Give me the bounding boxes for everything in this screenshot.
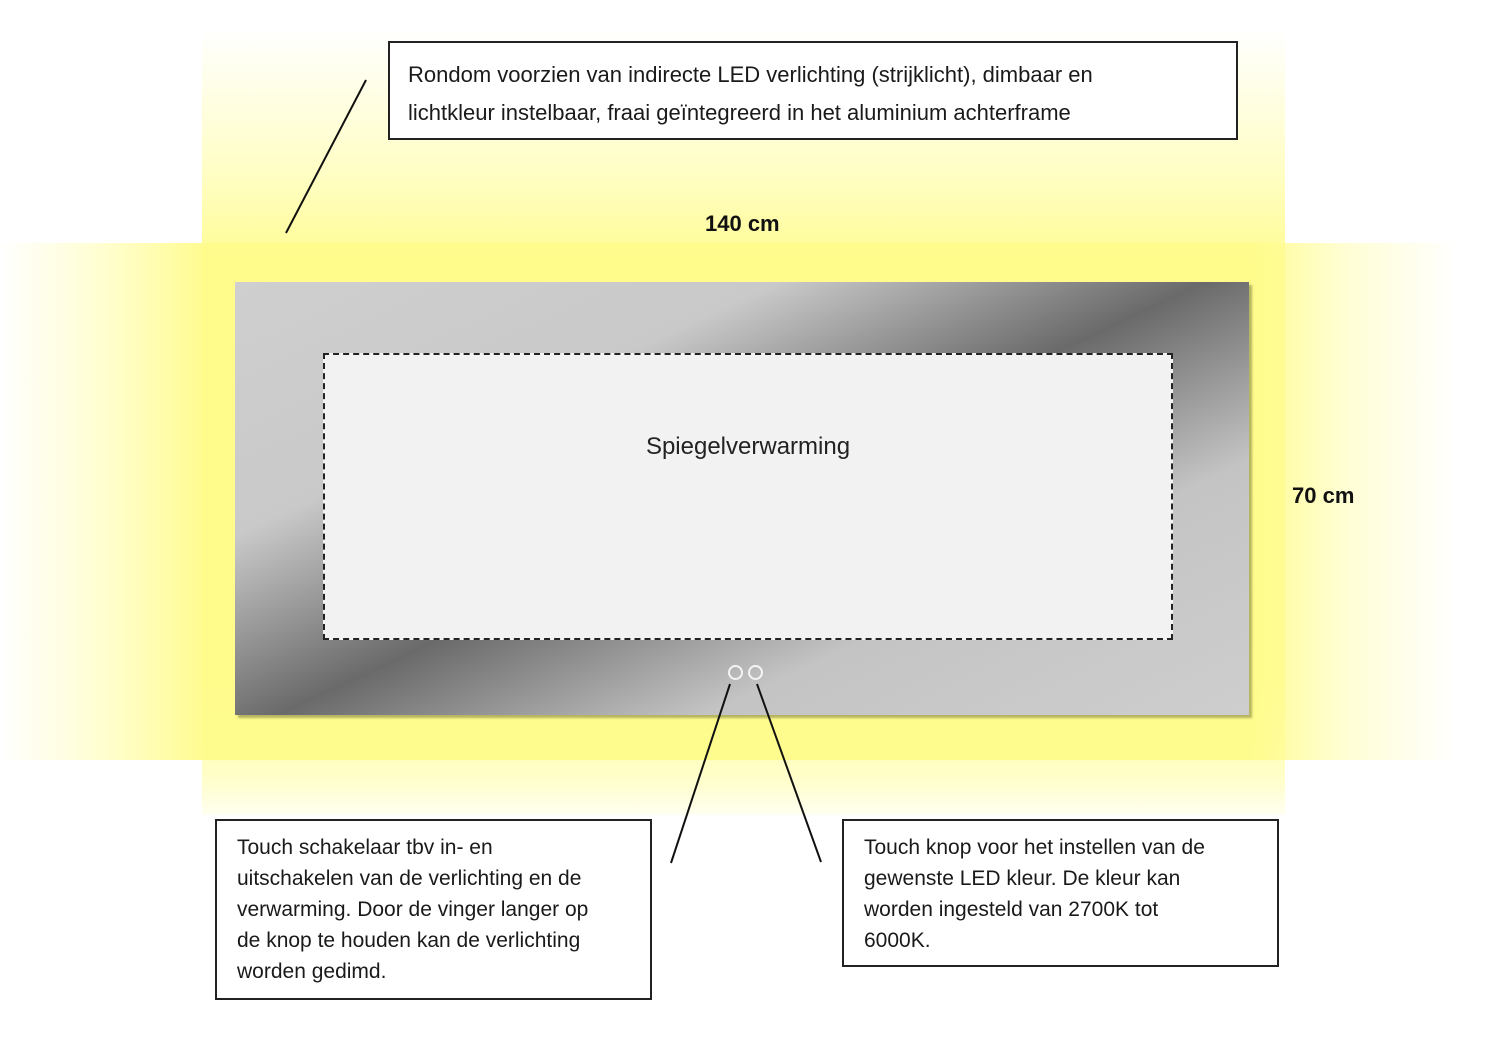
touch-button-power-dim[interactable] bbox=[728, 665, 743, 680]
callout-line: lichtkleur instelbaar, fraai geïntegreer… bbox=[408, 100, 1071, 125]
callout-line: worden gedimd. bbox=[237, 960, 387, 983]
width-dimension-label: 140 cm bbox=[705, 211, 780, 236]
callout-line: Touch schakelaar tbv in- en bbox=[237, 836, 493, 859]
callout-led-lighting: Rondom voorzien van indirecte LED verlic… bbox=[388, 41, 1238, 140]
callout-line: Touch knop voor het instellen van de bbox=[864, 836, 1205, 859]
callout-line: uitschakelen van de verlichting en de bbox=[237, 867, 582, 890]
callout-color-button: Touch knop voor het instellen van de gew… bbox=[842, 819, 1279, 967]
touch-button-color-temp[interactable] bbox=[748, 665, 763, 680]
callout-line: verwarming. Door de vinger langer op bbox=[237, 898, 589, 921]
callout-line: worden ingesteld van 2700K tot bbox=[864, 898, 1159, 921]
callout-line: gewenste LED kleur. De kleur kan bbox=[864, 867, 1181, 890]
height-dimension-label: 70 cm bbox=[1292, 483, 1355, 508]
callout-power-switch: Touch schakelaar tbv in- en uitschakelen… bbox=[215, 819, 652, 1000]
callout-line: de knop te houden kan de verlichting bbox=[237, 929, 581, 952]
callout-line: 6000K. bbox=[864, 929, 931, 952]
callout-line: Rondom voorzien van indirecte LED verlic… bbox=[408, 62, 1093, 87]
heating-zone-label: Spiegelverwarming bbox=[645, 433, 851, 460]
heating-zone: Spiegelverwarming bbox=[323, 353, 1173, 640]
